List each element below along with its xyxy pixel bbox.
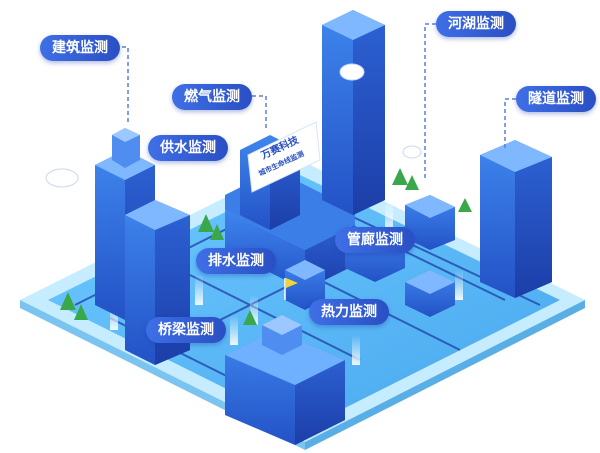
building-center-tower	[322, 10, 385, 215]
tag-building-monitoring[interactable]: 建筑监测	[40, 35, 120, 61]
tag-bridge-monitoring[interactable]: 桥梁监测	[146, 317, 226, 343]
building-front	[225, 315, 345, 445]
clouds	[45, 63, 422, 188]
trees	[60, 168, 472, 325]
tag-water-supply-monitoring[interactable]: 供水监测	[148, 135, 228, 161]
tag-river-monitoring[interactable]: 河湖监测	[436, 11, 516, 37]
tag-drainage-monitoring[interactable]: 排水监测	[196, 248, 276, 274]
aiot-text: AIOT	[434, 171, 469, 193]
tag-utility-tunnel-monitoring[interactable]: 管廊监测	[335, 227, 415, 253]
tag-tunnel-monitoring[interactable]: 隧道监测	[516, 86, 596, 112]
tag-gas-monitoring[interactable]: 燃气监测	[172, 84, 252, 110]
tag-heating-monitoring[interactable]: 热力监测	[309, 299, 389, 325]
flag	[284, 278, 298, 300]
building-right-tall	[480, 140, 552, 298]
